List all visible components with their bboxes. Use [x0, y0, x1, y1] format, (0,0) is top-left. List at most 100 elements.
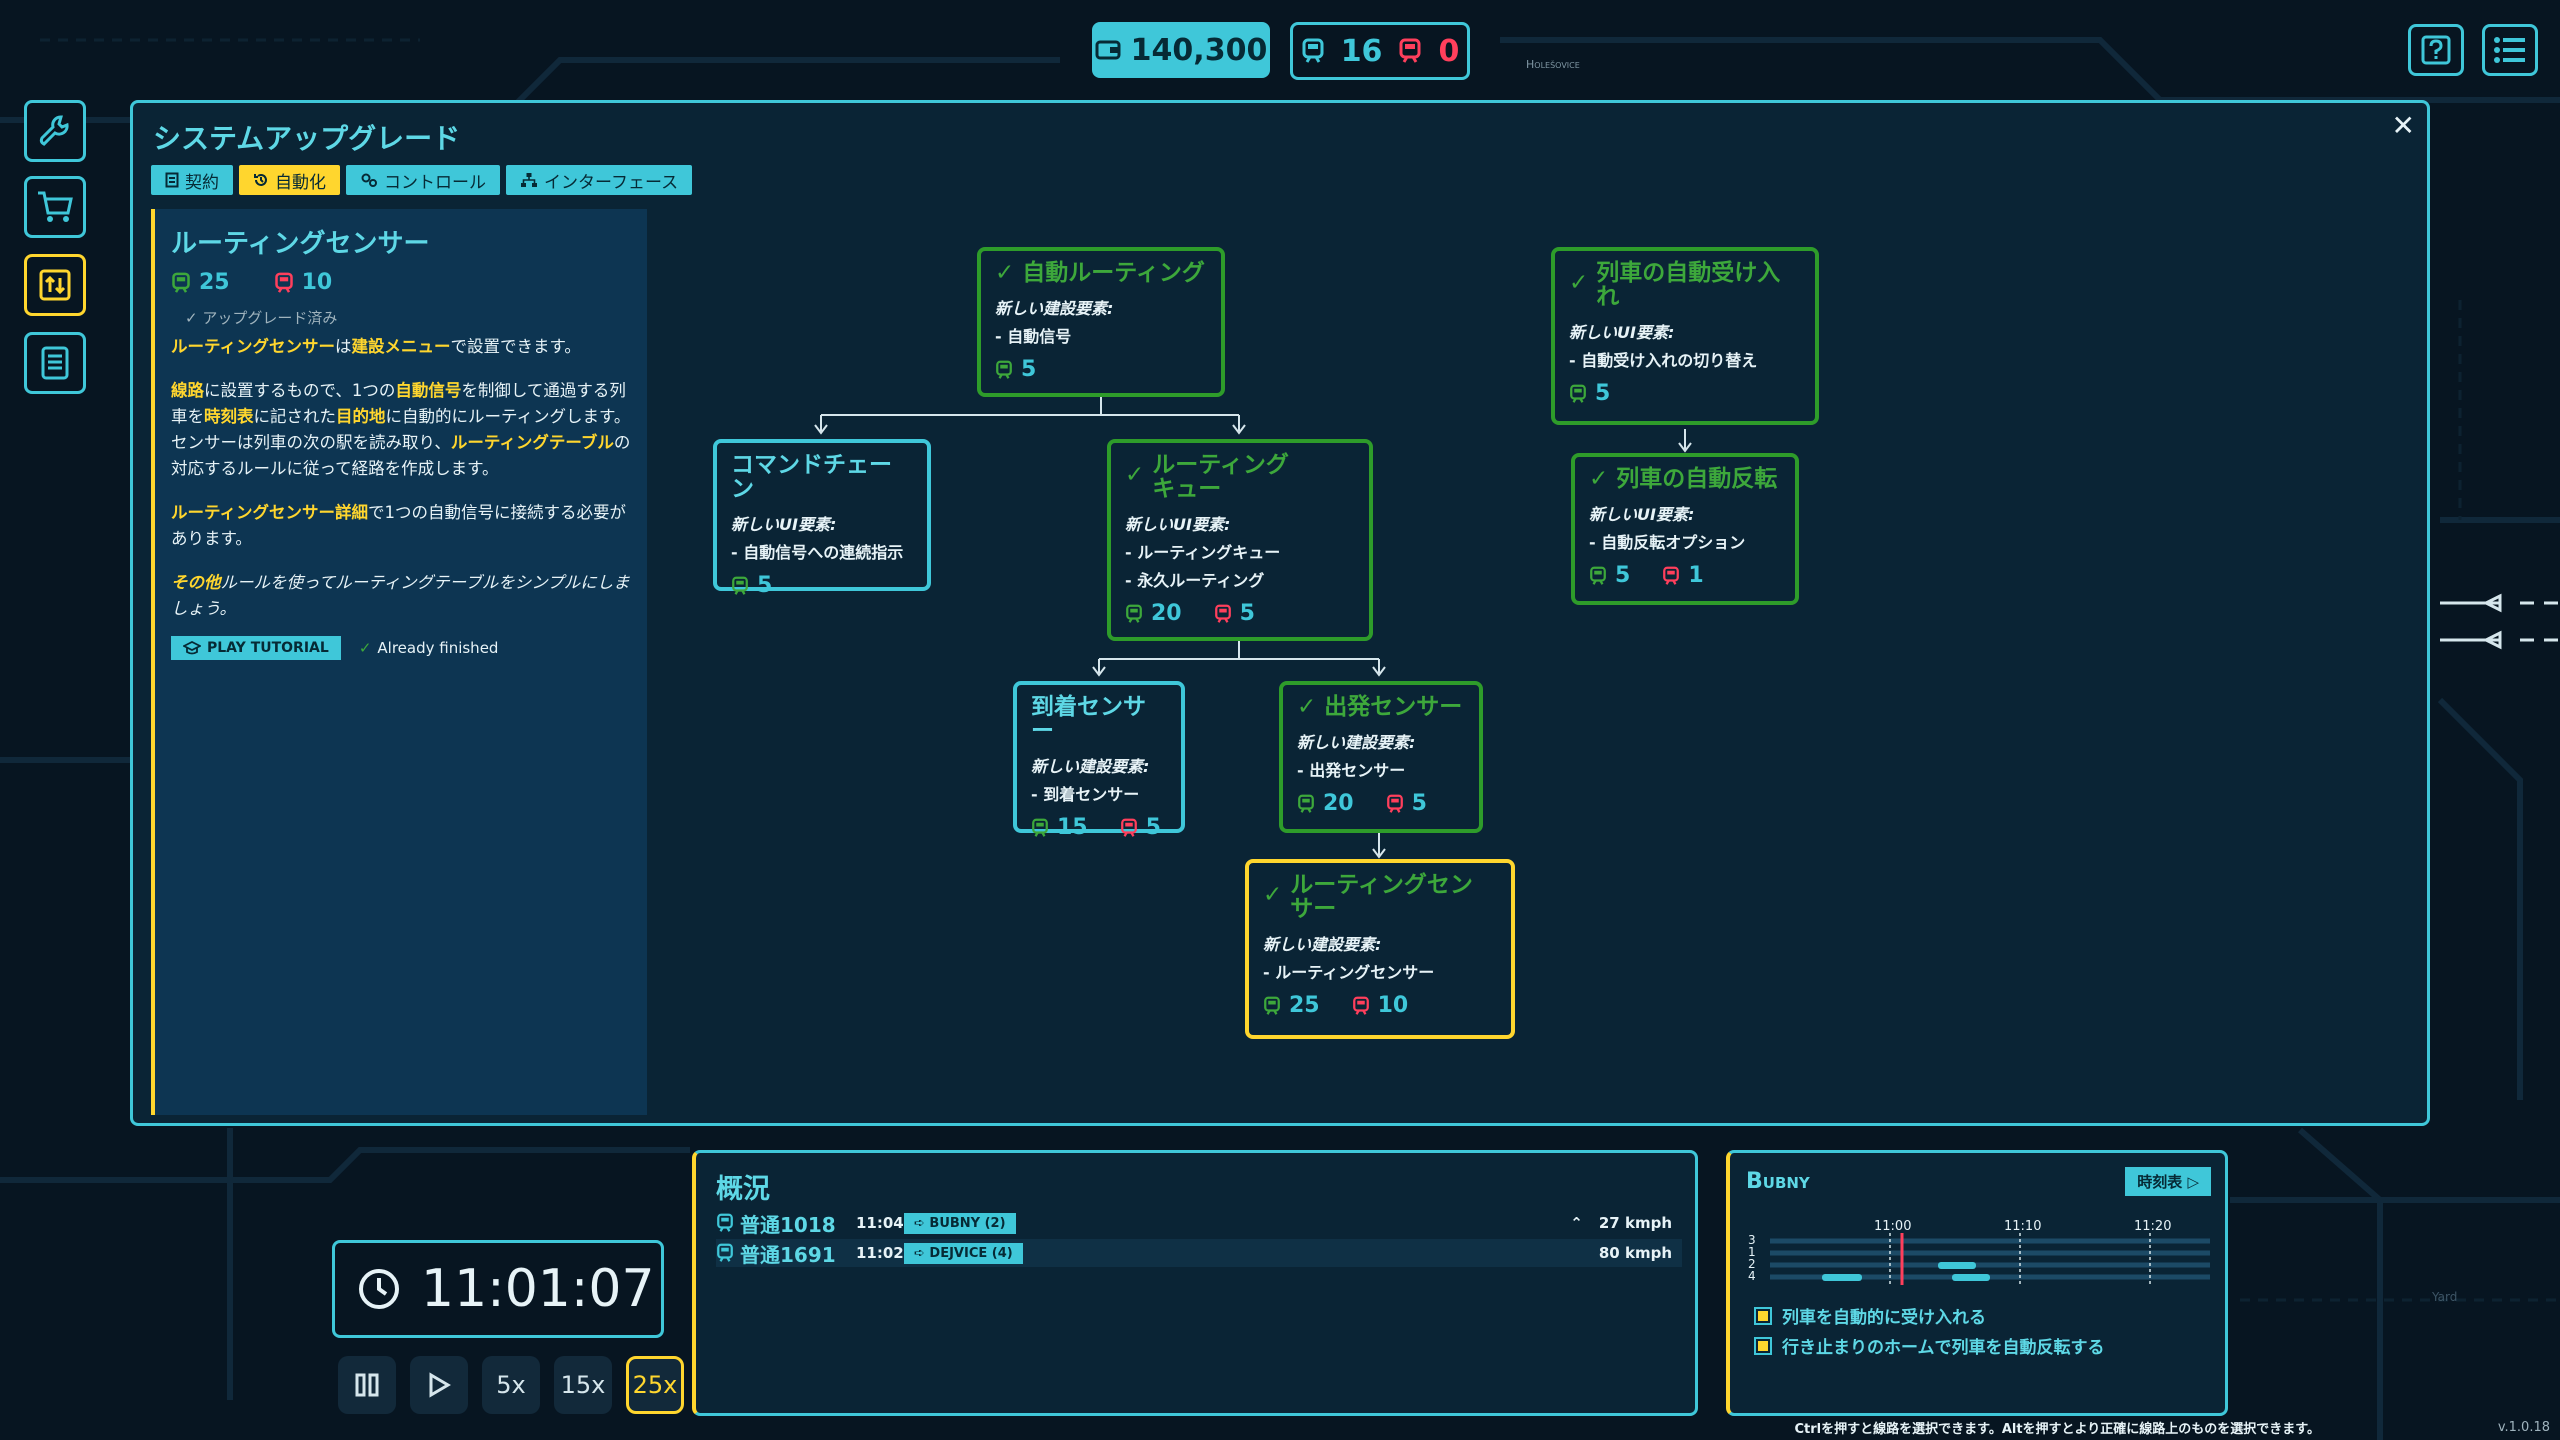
help-button[interactable] [2408, 24, 2464, 76]
train-ok-icon [1302, 38, 1324, 63]
overview-panel: 概況 普通1018 11:04 ➪ BUBNY (2) ⌃27 kmph 普通1… [692, 1150, 1698, 1416]
node-cost: 20 5 [1125, 601, 1355, 626]
node-subtitle: 新しい建設要素: [1297, 733, 1416, 752]
clock-icon [359, 1269, 399, 1309]
detail-paragraph-4: その他ルールを使ってルーティングテーブルをシンプルにしましょう。 [171, 573, 630, 618]
play-tutorial-label: PLAY TUTORIAL [207, 640, 329, 656]
tab-control-label: コントロール [384, 172, 486, 193]
node-title: 列車の自動受け入 れ [1596, 260, 1781, 310]
tab-automation[interactable]: 自動化 [239, 165, 340, 195]
node-title: 列車の自動反転 [1616, 466, 1778, 492]
upgrade-tabs: 契約 自動化 コントロール インターフェース [151, 165, 693, 195]
train-time: 11:02 [856, 1244, 904, 1262]
train-destination[interactable]: ➪ BUBNY (2) [904, 1212, 1016, 1234]
table-row[interactable]: 普通1691 11:02 ➪ DEJVICE (4) 80 kmph [716, 1239, 1682, 1267]
node-subtitle: 新しいUI要素: [1569, 323, 1675, 342]
upgrade-node-auto-reverse[interactable]: ✓列車の自動反転 新しいUI要素: - 自動反転オプション 5 1 [1571, 453, 1799, 605]
node-subtitle: 新しい建設要素: [995, 299, 1114, 318]
node-cost-ok: 5 [757, 573, 773, 598]
close-icon[interactable]: ✕ [2391, 109, 2415, 142]
train-bad-icon [1663, 566, 1680, 585]
upgrade-node-command-chain[interactable]: コマンドチェーン 新しいUI要素: - 自動信号への連続指示 5 [713, 439, 931, 598]
sidebar-tools-button[interactable] [24, 100, 86, 162]
train-ok-icon [996, 360, 1012, 379]
book-icon [41, 346, 69, 380]
train-ok-icon [732, 576, 748, 595]
sidebar-book-button[interactable] [24, 332, 86, 394]
money-value: 140,300 [1130, 32, 1268, 68]
list-menu-icon [2494, 37, 2525, 63]
upgrade-node-auto-routing[interactable]: ✓自動ルーティング 新しい建設要素: - 自動信号 5 [977, 247, 1225, 397]
cart-icon [38, 191, 73, 222]
train-ok-icon [1570, 384, 1586, 403]
node-subtitle: 新しいUI要素: [1589, 505, 1695, 524]
node-cost: 5 [731, 573, 913, 598]
upgrade-node-arrival-sensor[interactable]: 到着センサー 新しい建設要素: - 到着センサー 15 5 [1013, 681, 1185, 840]
train-icon [717, 1213, 733, 1232]
pause-icon [355, 1373, 379, 1397]
tab-contract[interactable]: 契約 [151, 165, 233, 195]
speed-controls: 5x 15x 25x [338, 1356, 684, 1414]
upgrade-node-departure-sensor[interactable]: ✓出発センサー 新しい建設要素: - 出発センサー 20 5 [1279, 681, 1483, 833]
auto-reverse-checkbox[interactable]: 行き止まりのホームで列車を自動反転する [1754, 1333, 2105, 1358]
detail-paragraph-1: ルーティングセンサーは建設メニューで設置できます。 [171, 337, 581, 356]
menu-button[interactable] [2482, 24, 2538, 76]
play-button[interactable] [410, 1356, 468, 1414]
node-cost: 5 1 [1589, 563, 1781, 588]
collapse-icon[interactable]: ⌃ [1570, 1214, 1583, 1232]
speed-25x-button[interactable]: 25x [626, 1356, 684, 1414]
tab-interface[interactable]: インターフェース [506, 165, 693, 195]
check-icon: ✓ [1589, 466, 1609, 492]
speed-5x-button[interactable]: 5x [482, 1356, 540, 1414]
pause-button[interactable] [338, 1356, 396, 1414]
node-subtitle: 新しい建設要素: [1031, 757, 1150, 776]
gears-icon [361, 173, 377, 187]
node-cost: 5 [995, 357, 1207, 382]
node-cost-bad: 5 [1145, 815, 1161, 840]
tab-interface-label: インターフェース [544, 172, 679, 193]
check-icon: ✓ [1569, 270, 1589, 296]
node-cost-ok: 25 [1289, 993, 1320, 1018]
station-panel: Bubny 時刻表 ▷ 11:00 11:10 11:20 3 1 2 4 列車… [1726, 1150, 2228, 1416]
train-destination[interactable]: ➪ DEJVICE (4) [904, 1242, 1023, 1264]
detail-paragraph-2: 線路に設置するもので、1つの自動信号を制御して通過する列車を時刻表に記された目的… [171, 381, 631, 478]
detail-title: ルーティングセンサー [171, 229, 430, 259]
timetable-button[interactable]: 時刻表 ▷ [2125, 1167, 2211, 1196]
play-tutorial-button[interactable]: PLAY TUTORIAL [171, 636, 341, 660]
node-cost-bad: 10 [1377, 993, 1409, 1018]
upgrade-arrows-icon [39, 269, 71, 301]
upgrade-node-routing-queue[interactable]: ✓ルーティング キュー 新しいUI要素: - ルーティングキュー - 永久ルーテ… [1107, 439, 1373, 641]
node-subtitle: 新しいUI要素: [1125, 515, 1231, 534]
node-cost-bad: 5 [1411, 791, 1427, 816]
upgrade-node-auto-accept[interactable]: ✓列車の自動受け入 れ 新しいUI要素: - 自動受け入れの切り替え 5 [1551, 247, 1819, 425]
sidebar-shop-button[interactable] [24, 176, 86, 238]
node-item: - ルーティングキュー [1125, 543, 1281, 562]
table-row[interactable]: 普通1018 11:04 ➪ BUBNY (2) ⌃27 kmph [716, 1209, 1682, 1237]
train-bad-icon [1386, 794, 1403, 813]
tab-control[interactable]: コントロール [346, 165, 500, 195]
controls-hint: Ctrlを押すと線路を選択できます。Altを押すとより正確に線路上のものを選択で… [1794, 1422, 2321, 1437]
timeline-track-label: 3 [1748, 1233, 1756, 1247]
train-bad-icon [1399, 38, 1421, 63]
auto-accept-checkbox[interactable]: 列車を自動的に受け入れる [1754, 1303, 1986, 1328]
node-title: コマンドチェーン [731, 452, 892, 502]
tutorial-row: PLAY TUTORIAL ✓ Already finished [171, 636, 637, 660]
train-bad-icon [1214, 604, 1231, 623]
history-icon [254, 174, 267, 186]
check-icon: ✓ [995, 260, 1015, 286]
node-cost: 15 5 [1031, 815, 1167, 840]
tutorial-finished: ✓ Already finished [359, 639, 499, 657]
speed-15x-button[interactable]: 15x [554, 1356, 612, 1414]
sidebar-upgrades-button[interactable] [24, 254, 86, 316]
node-item: - ルーティングセンサー [1263, 963, 1435, 982]
money-counter: 140,300 [1092, 22, 1270, 78]
node-title: 到着センサー [1031, 694, 1146, 744]
node-cost-ok: 20 [1151, 601, 1182, 626]
detail-cost-bad: 10 [301, 270, 333, 295]
train-ok-icon [172, 272, 190, 293]
platform-timeline [1770, 1233, 2210, 1285]
train-ok-icon [1032, 818, 1048, 837]
node-item: - 自動受け入れの切り替え [1569, 351, 1758, 370]
upgrade-node-routing-sensor[interactable]: ✓ルーティングセン サー 新しい建設要素: - ルーティングセンサー 25 10 [1245, 859, 1515, 1039]
